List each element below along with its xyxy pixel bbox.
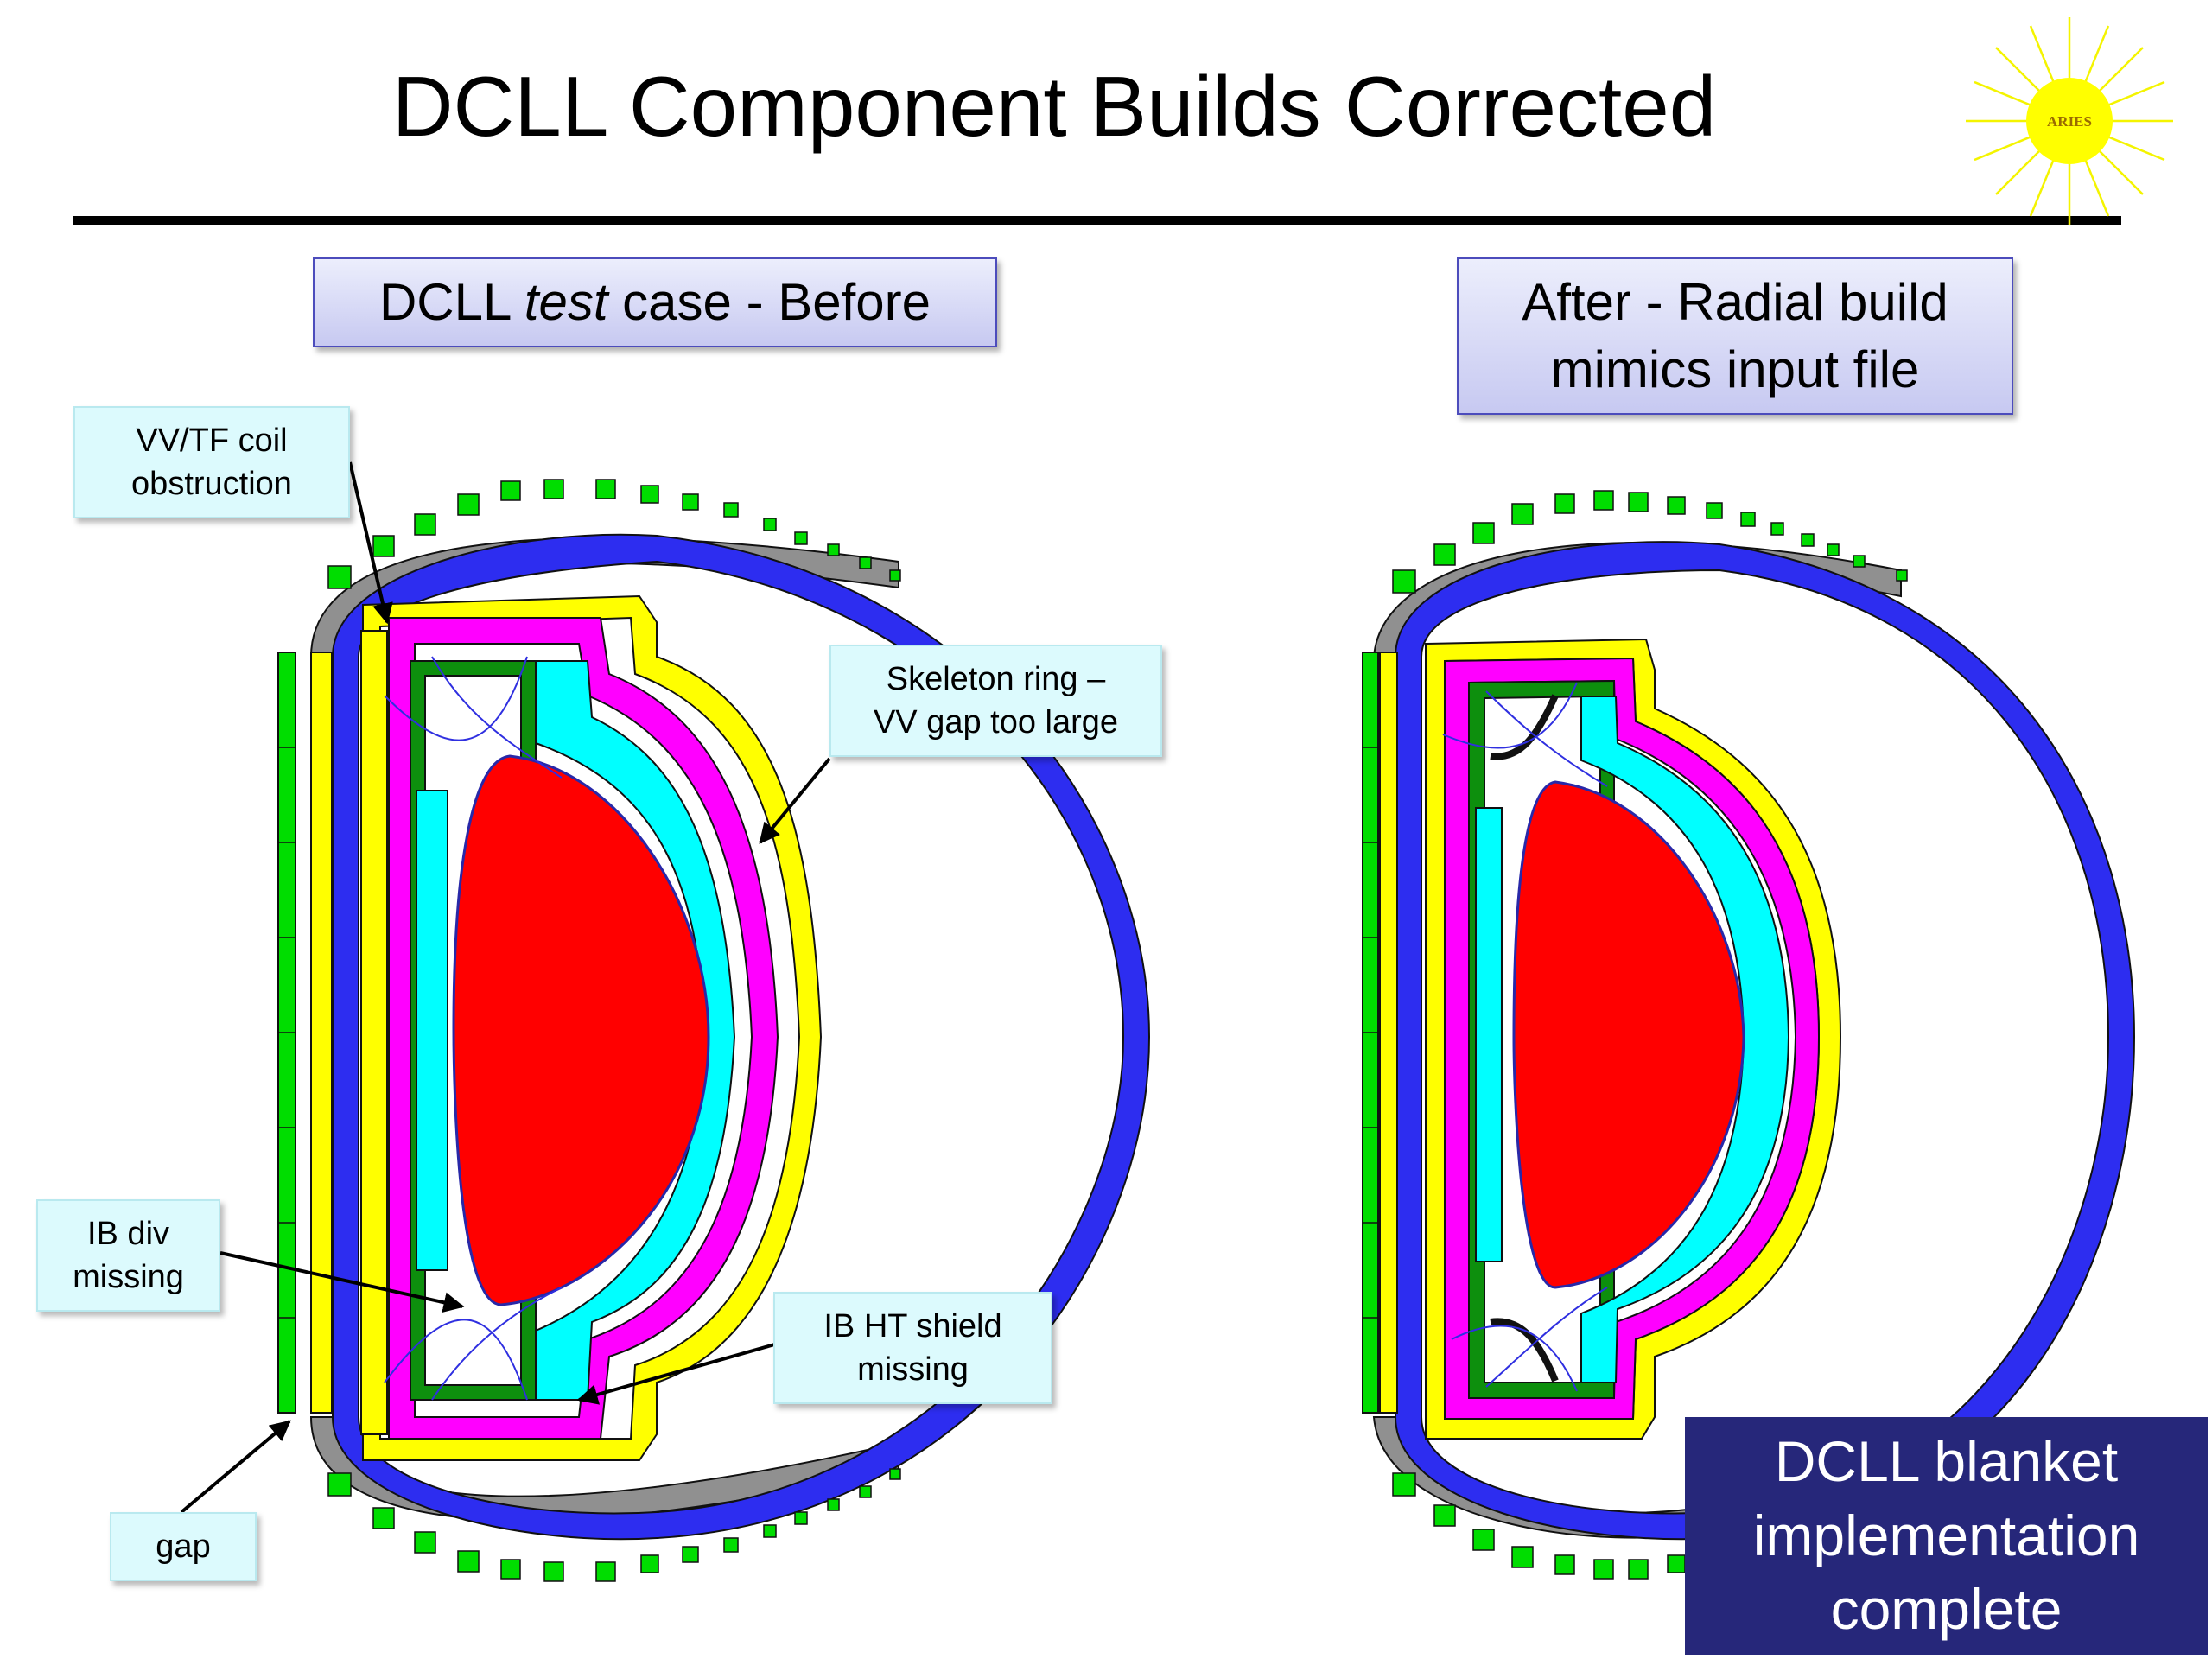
callout-vv-tf-coil: VV/TF coil obstruction [73, 406, 350, 518]
before-header-pre: DCLL [378, 273, 524, 331]
arrow-ib-div [219, 1251, 465, 1313]
outer-shield [362, 594, 823, 1461]
blanket [1580, 696, 1790, 1383]
sun-disc [2026, 78, 2113, 164]
before-header: DCLL test case - Before [313, 257, 997, 347]
central-solenoid-segments [1363, 747, 1378, 1319]
inboard-shield-slab-2 [360, 630, 388, 1435]
callout-arrows [180, 461, 831, 1514]
after-reactor-build [1362, 490, 2136, 1580]
plasma [452, 754, 710, 1306]
callout-ib-div: IB div missing [36, 1199, 220, 1312]
tf-coil-shell [332, 533, 1151, 1541]
aries-sun-logo: ARIES [1966, 17, 2173, 225]
inboard-shield-slab [310, 652, 333, 1414]
callout-vv-tf-coil-text: VV/TF coil obstruction [131, 422, 292, 502]
central-solenoid-segments [278, 747, 296, 1319]
callout-skeleton-ring-text: Skeleton ring – VV gap too large [873, 660, 1119, 741]
after-header-text: After - Radial build mimics input file [1522, 273, 1948, 398]
before-reactor-build [277, 479, 1151, 1582]
inboard-blanket [1475, 807, 1503, 1262]
pf-coils [1392, 490, 1908, 1580]
arrow-gap [180, 1420, 291, 1514]
title-divider [73, 216, 2121, 225]
separatrix-lines [1442, 682, 1608, 1392]
arrow-skeleton [759, 757, 831, 844]
blanket [535, 660, 736, 1401]
callout-gap-text: gap [156, 1528, 211, 1565]
vacuum-vessel [1444, 657, 1821, 1420]
vacuum-vessel [388, 617, 779, 1440]
callout-ib-ht-shield-text: IB HT shield missing [823, 1307, 1002, 1388]
callout-ib-ht-shield: IB HT shield missing [773, 1292, 1052, 1404]
arrow-vv-tf [348, 461, 393, 625]
conclusion-text: DCLL blanket implementation complete [1752, 1428, 2140, 1642]
callout-ib-div-text: IB div missing [73, 1215, 184, 1295]
after-header: After - Radial build mimics input file [1457, 257, 2013, 415]
slide-title: DCLL Component Builds Corrected [391, 59, 1717, 154]
separatrix-lines [384, 656, 563, 1401]
before-header-post: case - Before [607, 273, 931, 331]
pf-coils [327, 479, 901, 1582]
conclusion-box: DCLL blanket implementation complete [1685, 1417, 2208, 1655]
tf-coil-shell [1395, 541, 2136, 1541]
inboard-blanket [416, 790, 448, 1271]
logo-text: ARIES [2047, 113, 2092, 130]
plasma [1512, 780, 1745, 1289]
arrow-ib-ht [576, 1342, 779, 1405]
inboard-shield-slab [1379, 652, 1398, 1414]
callout-gap: gap [110, 1512, 257, 1581]
callout-skeleton-ring: Skeleton ring – VV gap too large [830, 645, 1162, 757]
before-header-em: test [524, 273, 608, 331]
